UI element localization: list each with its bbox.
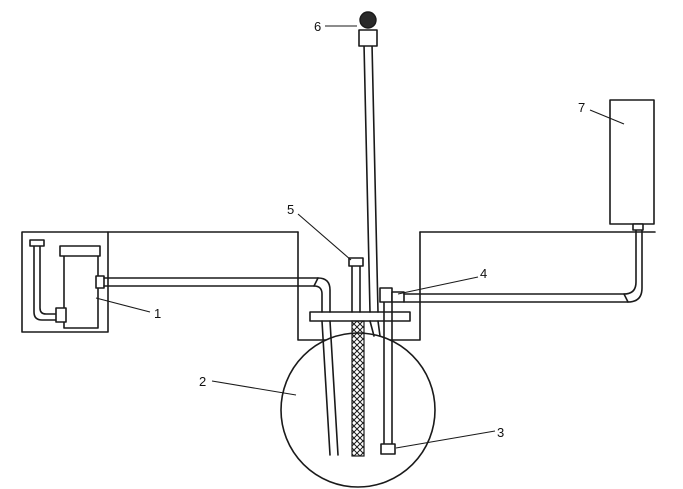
leader-line-1 [95,297,151,313]
label-7: 7 [578,100,585,115]
outlet-pipe-inner [403,225,643,303]
label-2: 2 [199,374,206,389]
part6-knob-top [359,11,377,29]
leader-line-3 [395,430,496,449]
dip-tube-left-b [329,320,339,456]
part3-tip [380,443,396,455]
long-rod-left [363,43,371,313]
part4-connector [391,291,405,303]
long-rod-lower-right [377,320,381,337]
part1-outlet-fitting [95,275,105,289]
part6-knob-base [358,29,378,47]
outlet-pipe-elbow [623,293,629,303]
leader-line-7 [589,109,625,125]
leader-line-4 [397,276,479,295]
outlet-pipe-outer [403,225,637,295]
part1-top-cap [59,245,101,257]
part7-outlet-fitting [632,223,644,231]
leader-line-5 [297,213,352,261]
long-rod-lower-left [369,320,375,337]
part1-side-tube [33,243,61,321]
label-3: 3 [497,425,504,440]
clamp-plate [309,311,411,322]
label-4: 4 [480,266,487,281]
part7-reservoir [609,99,655,225]
inlet-pipe-outer [103,277,331,313]
part5-cap [348,257,364,267]
inlet-pipe-elbow [313,277,319,287]
label-5: 5 [287,202,294,217]
leader-line-2 [211,380,297,396]
label-1: 1 [154,306,161,321]
hatched-rod [351,320,365,457]
label-6: 6 [314,19,321,34]
part1-body [63,253,99,329]
long-rod-right [371,43,379,313]
dip-tube-left-a [321,320,331,456]
part1-tube-cap [29,239,45,247]
part4-fitting [379,287,393,303]
part1-side-tube-inner [39,243,61,315]
part1-side-fitting [55,307,67,323]
